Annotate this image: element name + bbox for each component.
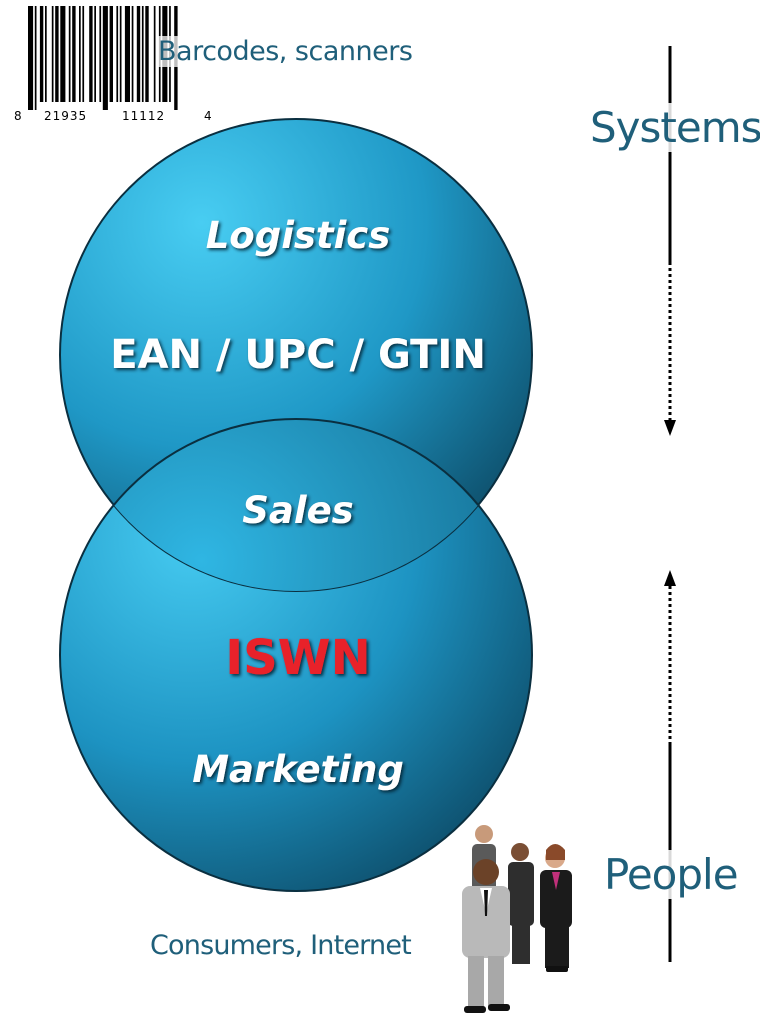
top-circle-standard: EAN / UPC / GTIN	[110, 332, 486, 378]
barcode-digits-right: 11112	[122, 109, 165, 123]
bottom-circle-standard: ISWN	[225, 630, 371, 686]
barcode-bar	[60, 6, 66, 102]
barcode-digit-first: 8	[14, 109, 22, 123]
barcode-bar	[55, 6, 59, 102]
barcode-bar	[39, 6, 44, 102]
barcode-bar	[145, 6, 149, 102]
barcode-bar	[89, 6, 93, 102]
barcode-bar	[51, 6, 54, 102]
systems-label: Systems	[590, 103, 760, 152]
barcode-bar	[34, 6, 37, 110]
barcode-digits-left: 21935	[44, 109, 87, 123]
overlap-region	[60, 418, 532, 591]
people-caption: Consumers, Internet	[150, 930, 412, 961]
barcode-bar	[99, 6, 102, 102]
barcode-bar	[102, 6, 108, 110]
barcode-caption: Barcodes, scanners	[158, 36, 413, 67]
barcode-bar	[72, 6, 76, 102]
barcode-bar	[94, 6, 96, 102]
barcode-bar	[28, 6, 34, 110]
barcode-digit-check: 4	[204, 109, 212, 123]
barcode-bar	[79, 6, 81, 102]
barcode-bar	[116, 6, 119, 102]
barcode-bar	[131, 6, 134, 102]
barcode-bar	[141, 6, 144, 102]
people-to-systems-arrow	[664, 570, 676, 962]
barcode-graphic: 8 21935 11112 4	[10, 4, 220, 124]
barcode-bar	[109, 6, 113, 102]
barcode-bar	[45, 6, 47, 102]
top-circle-heading: Logistics	[206, 214, 391, 257]
people-group-image	[462, 825, 572, 1013]
barcode-bar	[153, 6, 156, 102]
barcode-bar	[119, 6, 122, 102]
barcode-bar	[68, 6, 71, 102]
bottom-circle-heading: Marketing	[192, 748, 404, 791]
systems-to-people-arrow	[664, 46, 676, 436]
barcode-bar	[136, 6, 141, 102]
overlap-label: Sales	[242, 489, 353, 532]
barcode-bars: 8 21935 11112 4	[14, 6, 212, 123]
barcode-bar	[124, 6, 130, 102]
barcode-bar	[82, 6, 85, 102]
people-label: People	[604, 850, 739, 899]
